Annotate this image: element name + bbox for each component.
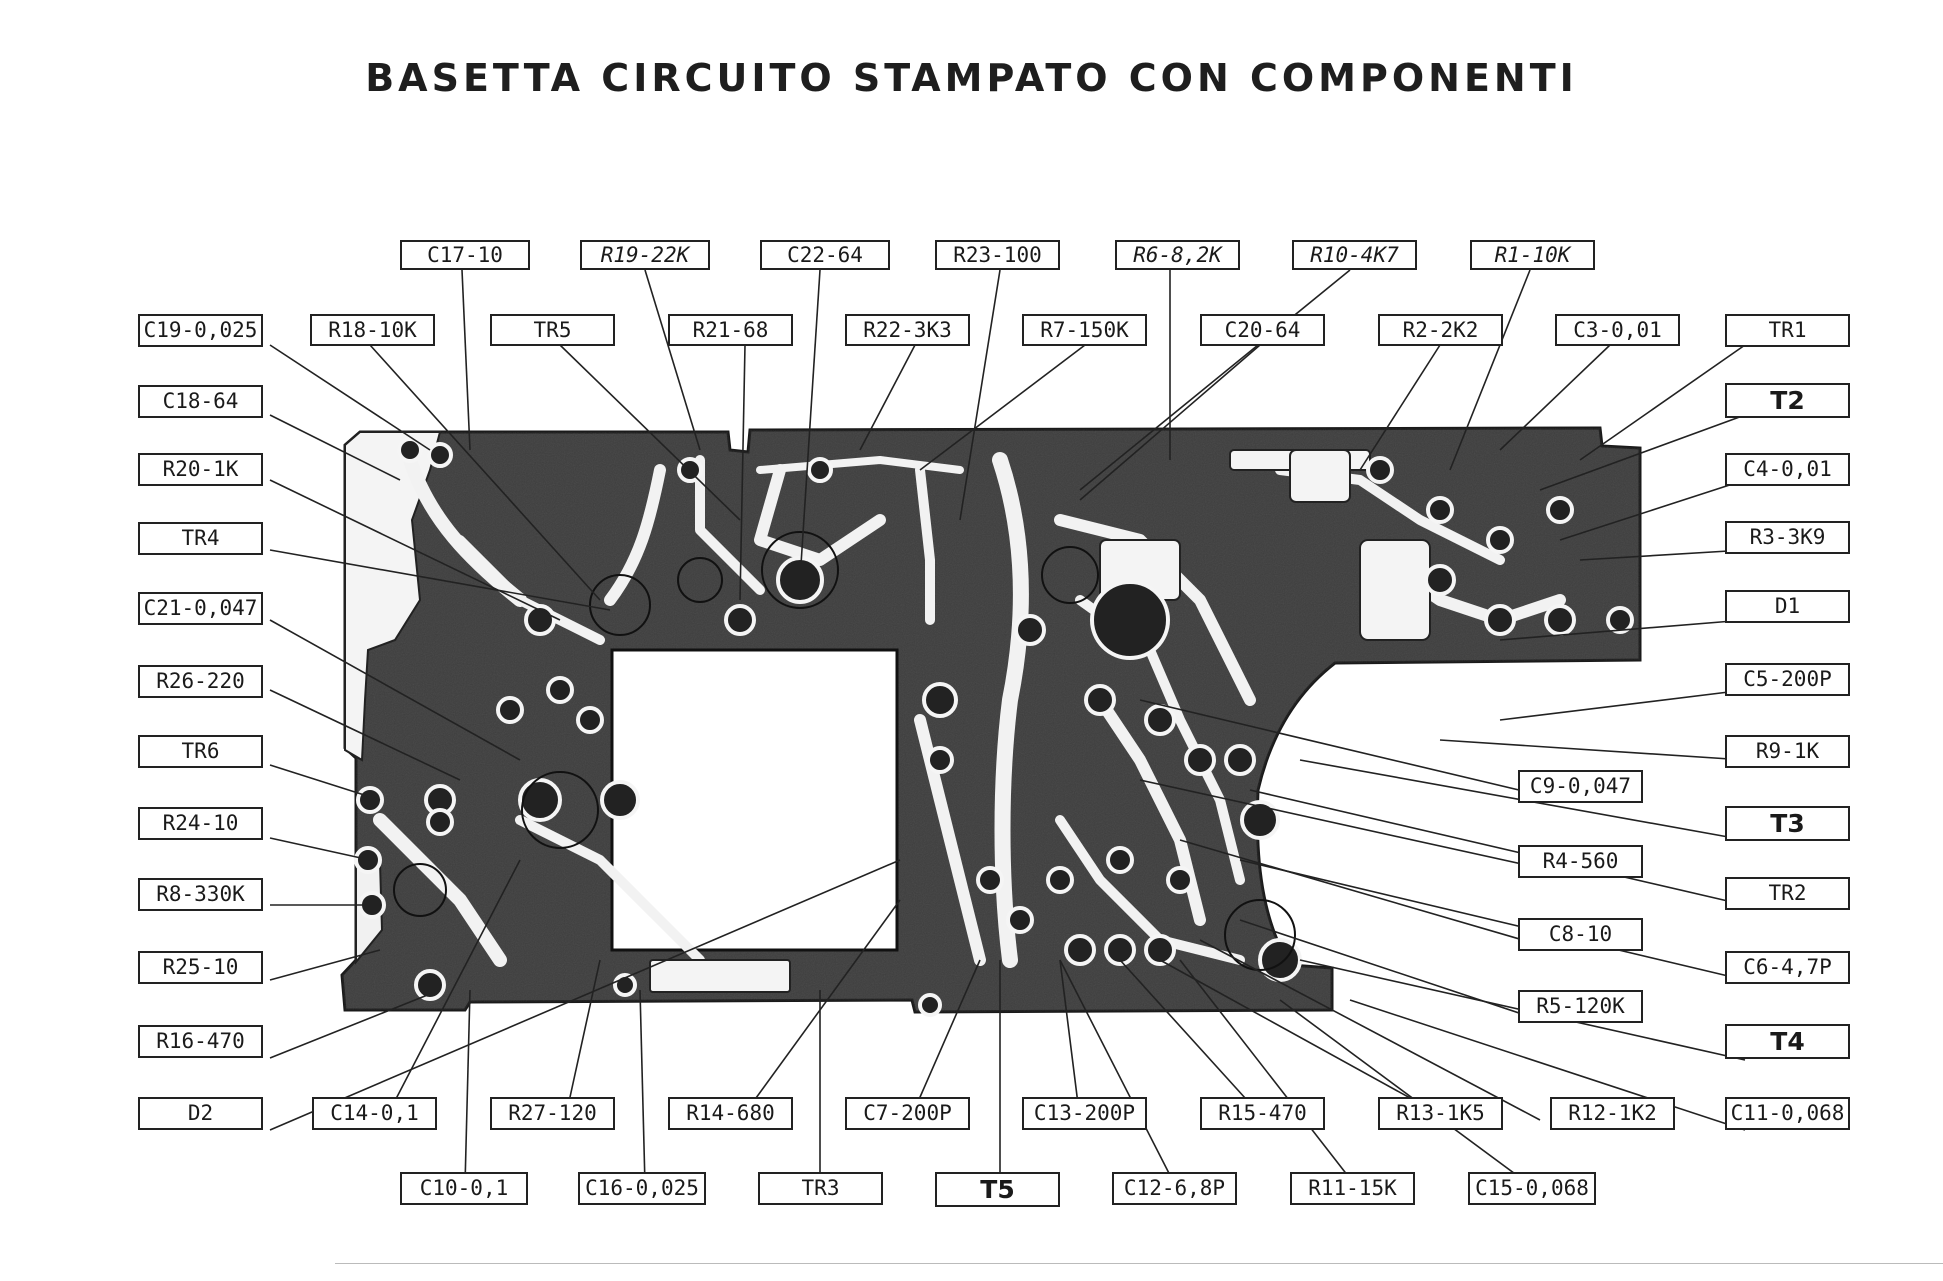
label-r4: R4-560	[1518, 845, 1643, 878]
label-c22: C22-64	[760, 240, 890, 270]
label-c13: C13-200P	[1022, 1097, 1147, 1130]
page-rule	[335, 1263, 1943, 1264]
label-tr5: TR5	[490, 314, 615, 346]
label-r24: R24-10	[138, 807, 263, 840]
pcb-board	[340, 426, 1642, 1017]
label-tr4: TR4	[138, 522, 263, 555]
label-d1: D1	[1725, 590, 1850, 623]
label-r16: R16-470	[138, 1025, 263, 1058]
label-r15: R15-470	[1200, 1097, 1325, 1130]
label-tr6: TR6	[138, 735, 263, 768]
label-c19: C19-0,025	[138, 314, 263, 347]
diagram-title: BASETTA CIRCUITO STAMPATO CON COMPONENTI	[365, 56, 1578, 100]
label-c12: C12-6,8P	[1112, 1172, 1237, 1205]
label-r22: R22-3K3	[845, 314, 970, 346]
label-c6: C6-4,7P	[1725, 951, 1850, 984]
label-d2: D2	[138, 1097, 263, 1130]
label-r21: R21-68	[668, 314, 793, 346]
label-r10: R10-4K7	[1292, 240, 1417, 270]
leader-lines	[269, 269, 1746, 1186]
label-c17: C17-10	[400, 240, 530, 270]
label-r1: R1-10K	[1470, 240, 1595, 270]
label-r8: R8-330K	[138, 878, 263, 911]
label-c18: C18-64	[138, 385, 263, 418]
label-c3: C3-0,01	[1555, 314, 1680, 346]
label-c11: C11-0,068	[1725, 1097, 1850, 1130]
label-c15: C15-0,068	[1468, 1172, 1596, 1205]
label-c4: C4-0,01	[1725, 453, 1850, 486]
label-tr1: TR1	[1725, 314, 1850, 347]
label-t5: T5	[935, 1172, 1060, 1207]
label-r27: R27-120	[490, 1097, 615, 1130]
label-r26: R26-220	[138, 665, 263, 698]
label-c21: C21-0,047	[138, 592, 263, 625]
label-r18: R18-10K	[310, 314, 435, 346]
label-c10: C10-0,1	[400, 1172, 528, 1205]
label-r13: R13-1K5	[1378, 1097, 1503, 1130]
label-r25: R25-10	[138, 951, 263, 984]
label-r23: R23-100	[935, 240, 1060, 270]
label-tr2: TR2	[1725, 877, 1850, 910]
label-c16: C16-0,025	[578, 1172, 706, 1205]
label-t3: T3	[1725, 806, 1850, 841]
label-r3: R3-3K9	[1725, 521, 1850, 554]
label-r19: R19-22K	[580, 240, 710, 270]
label-r2: R2-2K2	[1378, 314, 1503, 346]
label-tr3: TR3	[758, 1172, 883, 1205]
label-r12: R12-1K2	[1550, 1097, 1675, 1130]
label-r20: R20-1K	[138, 453, 263, 486]
label-c8: C8-10	[1518, 918, 1643, 951]
label-r11: R11-15K	[1290, 1172, 1415, 1205]
label-c20: C20-64	[1200, 314, 1325, 346]
label-r6: R6-8,2K	[1115, 240, 1240, 270]
label-r14: R14-680	[668, 1097, 793, 1130]
label-t2: T2	[1725, 383, 1850, 418]
label-c9: C9-0,047	[1518, 770, 1643, 803]
label-c5: C5-200P	[1725, 663, 1850, 696]
label-r5: R5-120K	[1518, 990, 1643, 1023]
label-r7: R7-150K	[1022, 314, 1147, 346]
label-r9: R9-1K	[1725, 735, 1850, 768]
label-t4: T4	[1725, 1024, 1850, 1059]
label-c7: C7-200P	[845, 1097, 970, 1130]
label-c14: C14-0,1	[312, 1097, 437, 1130]
